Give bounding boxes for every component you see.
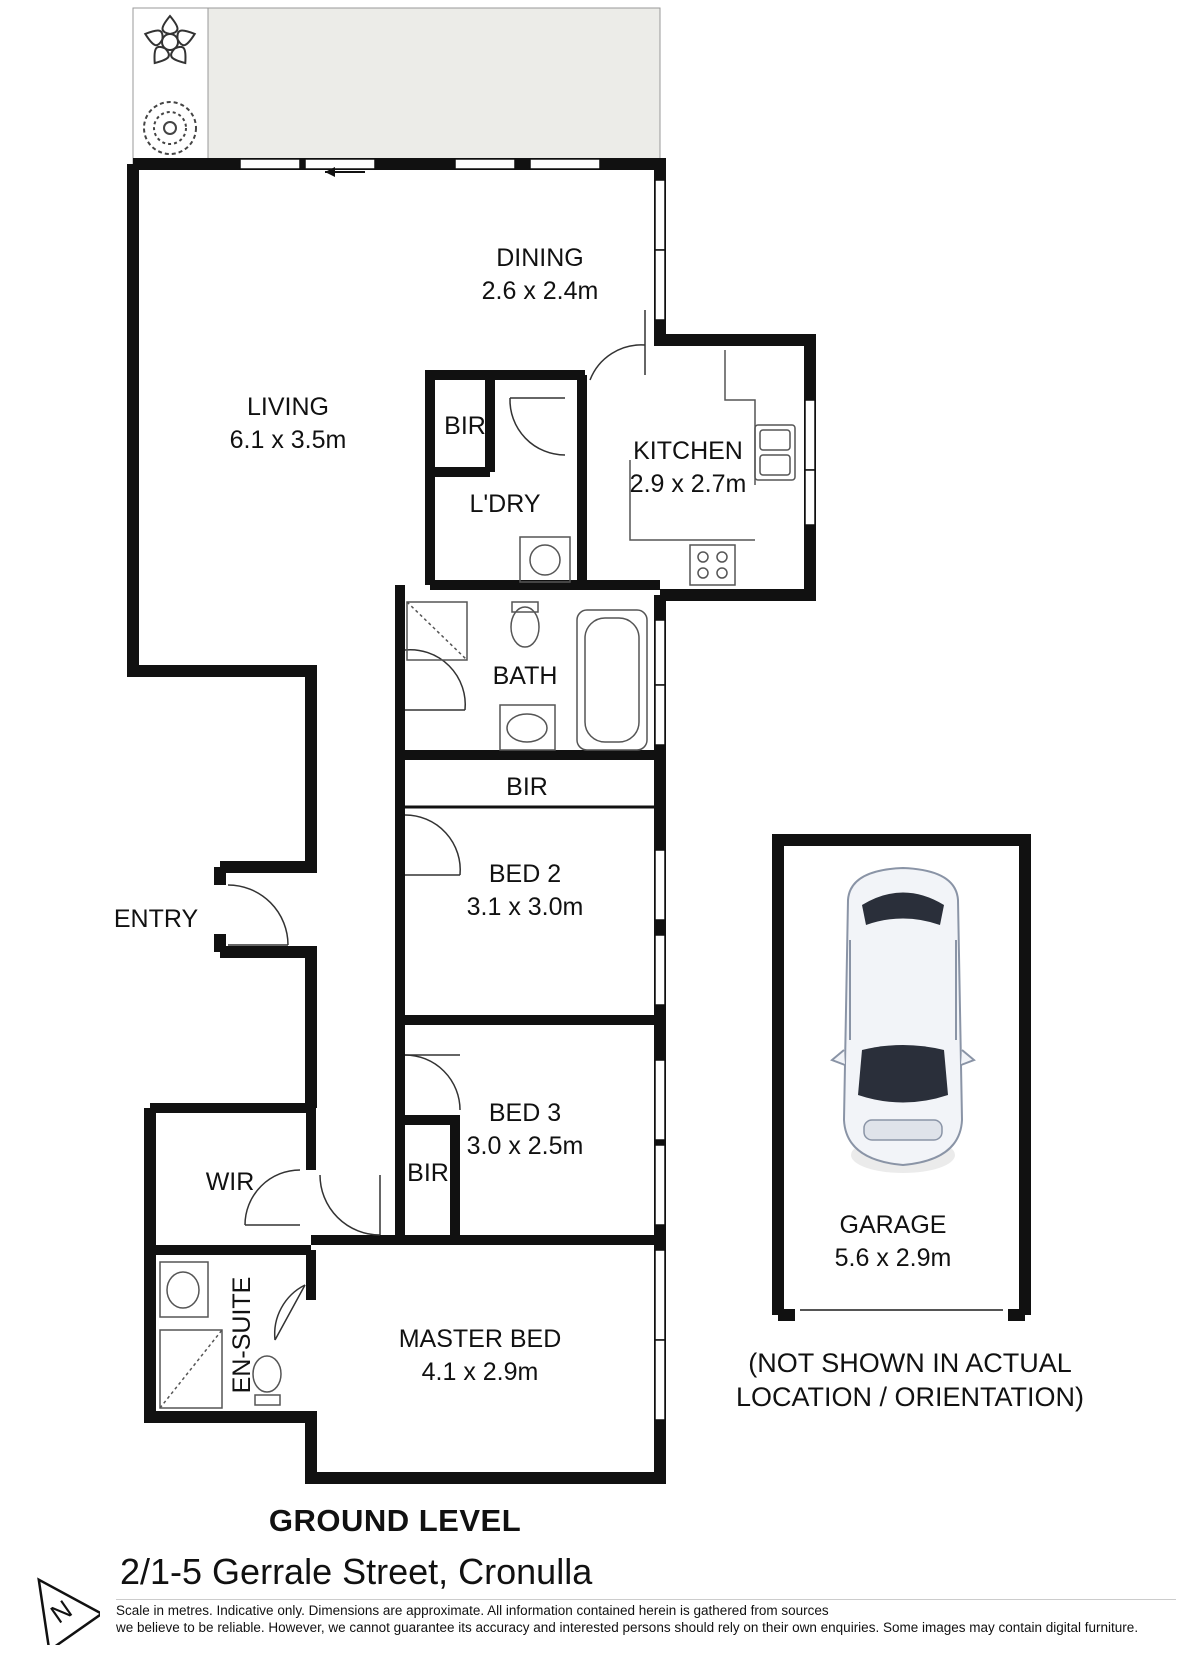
laundry-bir-label: BIR (444, 412, 486, 440)
garage-label: GARAGE (840, 1211, 947, 1239)
bath-label: BATH (493, 662, 558, 690)
bed3-dimensions: 3.0 x 2.5m (467, 1132, 584, 1160)
living-dimensions: 6.1 x 3.5m (230, 426, 347, 454)
dining-dimensions: 2.6 x 2.4m (482, 277, 599, 305)
kitchen-dimensions: 2.9 x 2.7m (630, 470, 747, 498)
shrub-plant-icon (143, 101, 197, 155)
car-icon (830, 866, 976, 1173)
master-label: MASTER BED (399, 1325, 562, 1353)
room-labels: DINING 2.6 x 2.4m LIVING 6.1 x 3.5m KITC… (114, 244, 952, 1393)
bed3-label: BED 3 (489, 1099, 561, 1127)
disclaimer-divider (116, 1599, 1176, 1600)
north-compass-icon: N (37, 1577, 100, 1645)
courtyard (132, 7, 661, 165)
kitchen-fixtures (629, 350, 796, 586)
disclaimer: Scale in metres. Indicative only. Dimens… (116, 1602, 1196, 1636)
garage-note-line-2: LOCATION / ORIENTATION) (735, 1382, 1084, 1412)
dining-label: DINING (496, 244, 584, 272)
bed2-dimensions: 3.1 x 3.0m (467, 893, 584, 921)
living-label: LIVING (247, 393, 329, 421)
bath-fixtures (406, 601, 648, 751)
garage-note-line-1: (NOT SHOWN IN ACTUAL (748, 1348, 1072, 1378)
garage-location-note: (NOT SHOWN IN ACTUAL LOCATION / ORIENTAT… (700, 1346, 1120, 1414)
garage-dimensions: 5.6 x 2.9m (835, 1244, 952, 1272)
ensuite-label: EN-SUITE (228, 1277, 256, 1394)
laundry-tub-icon (519, 536, 571, 583)
windows (239, 158, 816, 1421)
garage-walls (772, 834, 1031, 1321)
master-dimensions: 4.1 x 2.9m (422, 1358, 539, 1386)
bed2-label: BED 2 (489, 860, 561, 888)
kitchen-label: KITCHEN (633, 437, 743, 465)
bed2-bir-label: BIR (506, 773, 548, 801)
property-address: 2/1-5 Gerrale Street, Cronulla (120, 1551, 593, 1592)
bed3-bir-label: BIR (407, 1159, 449, 1187)
disclaimer-line-1: Scale in metres. Indicative only. Dimens… (116, 1603, 829, 1618)
laundry-label: L'DRY (469, 490, 540, 518)
interior-walls (150, 370, 660, 1300)
entry-label: ENTRY (114, 905, 199, 933)
ensuite-fixtures (159, 1261, 282, 1409)
floor-plan: DINING 2.6 x 2.4m LIVING 6.1 x 3.5m KITC… (114, 7, 1031, 1484)
sliding-door-arrow-icon (325, 167, 365, 177)
wir-label: WIR (206, 1168, 255, 1196)
door-swings (227, 310, 646, 1341)
flower-plant-icon (143, 14, 197, 65)
level-title: GROUND LEVEL (268, 1503, 522, 1538)
disclaimer-line-2: we believe to be reliable. However, we c… (116, 1620, 1139, 1635)
